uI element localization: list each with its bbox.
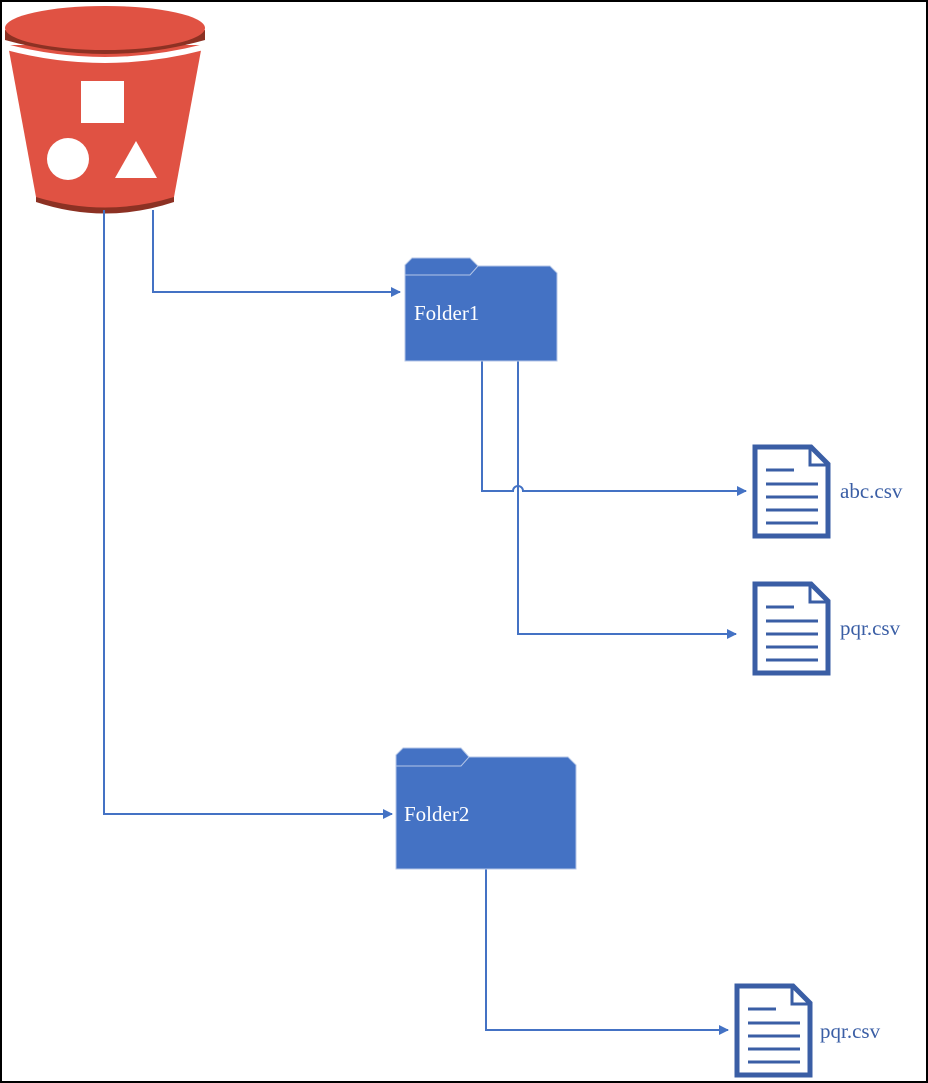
connector-folder1-abc [481, 361, 747, 496]
file-pqr-folder1-node[interactable]: pqr.csv [752, 581, 901, 676]
folder2-label: Folder2 [404, 802, 469, 826]
connector-folder2-pqr [485, 869, 729, 1035]
connector-bucket-folder1 [152, 210, 401, 297]
folder1-label: Folder1 [414, 301, 479, 325]
file-abc-node[interactable]: abc.csv [752, 444, 903, 539]
folder2-node[interactable]: Folder2 [395, 747, 577, 870]
square-shape [81, 81, 124, 123]
file-abc-label: abc.csv [840, 479, 903, 503]
triangle-shape [115, 141, 157, 178]
connector-folder1-pqr [517, 361, 737, 639]
connector-bucket-folder2 [103, 210, 393, 819]
circle-shape [47, 138, 89, 180]
s3-bucket-icon[interactable] [5, 6, 205, 214]
folder1-node[interactable]: Folder1 [404, 257, 558, 362]
document-icon [752, 444, 831, 539]
folder-icon [404, 257, 558, 362]
file-pqr-folder1-label: pqr.csv [840, 616, 901, 640]
document-icon [752, 581, 831, 676]
file-pqr-folder2-node[interactable]: pqr.csv [734, 983, 881, 1078]
folder-icon [395, 747, 577, 870]
document-icon [734, 983, 813, 1078]
file-pqr-folder2-label: pqr.csv [820, 1019, 881, 1043]
